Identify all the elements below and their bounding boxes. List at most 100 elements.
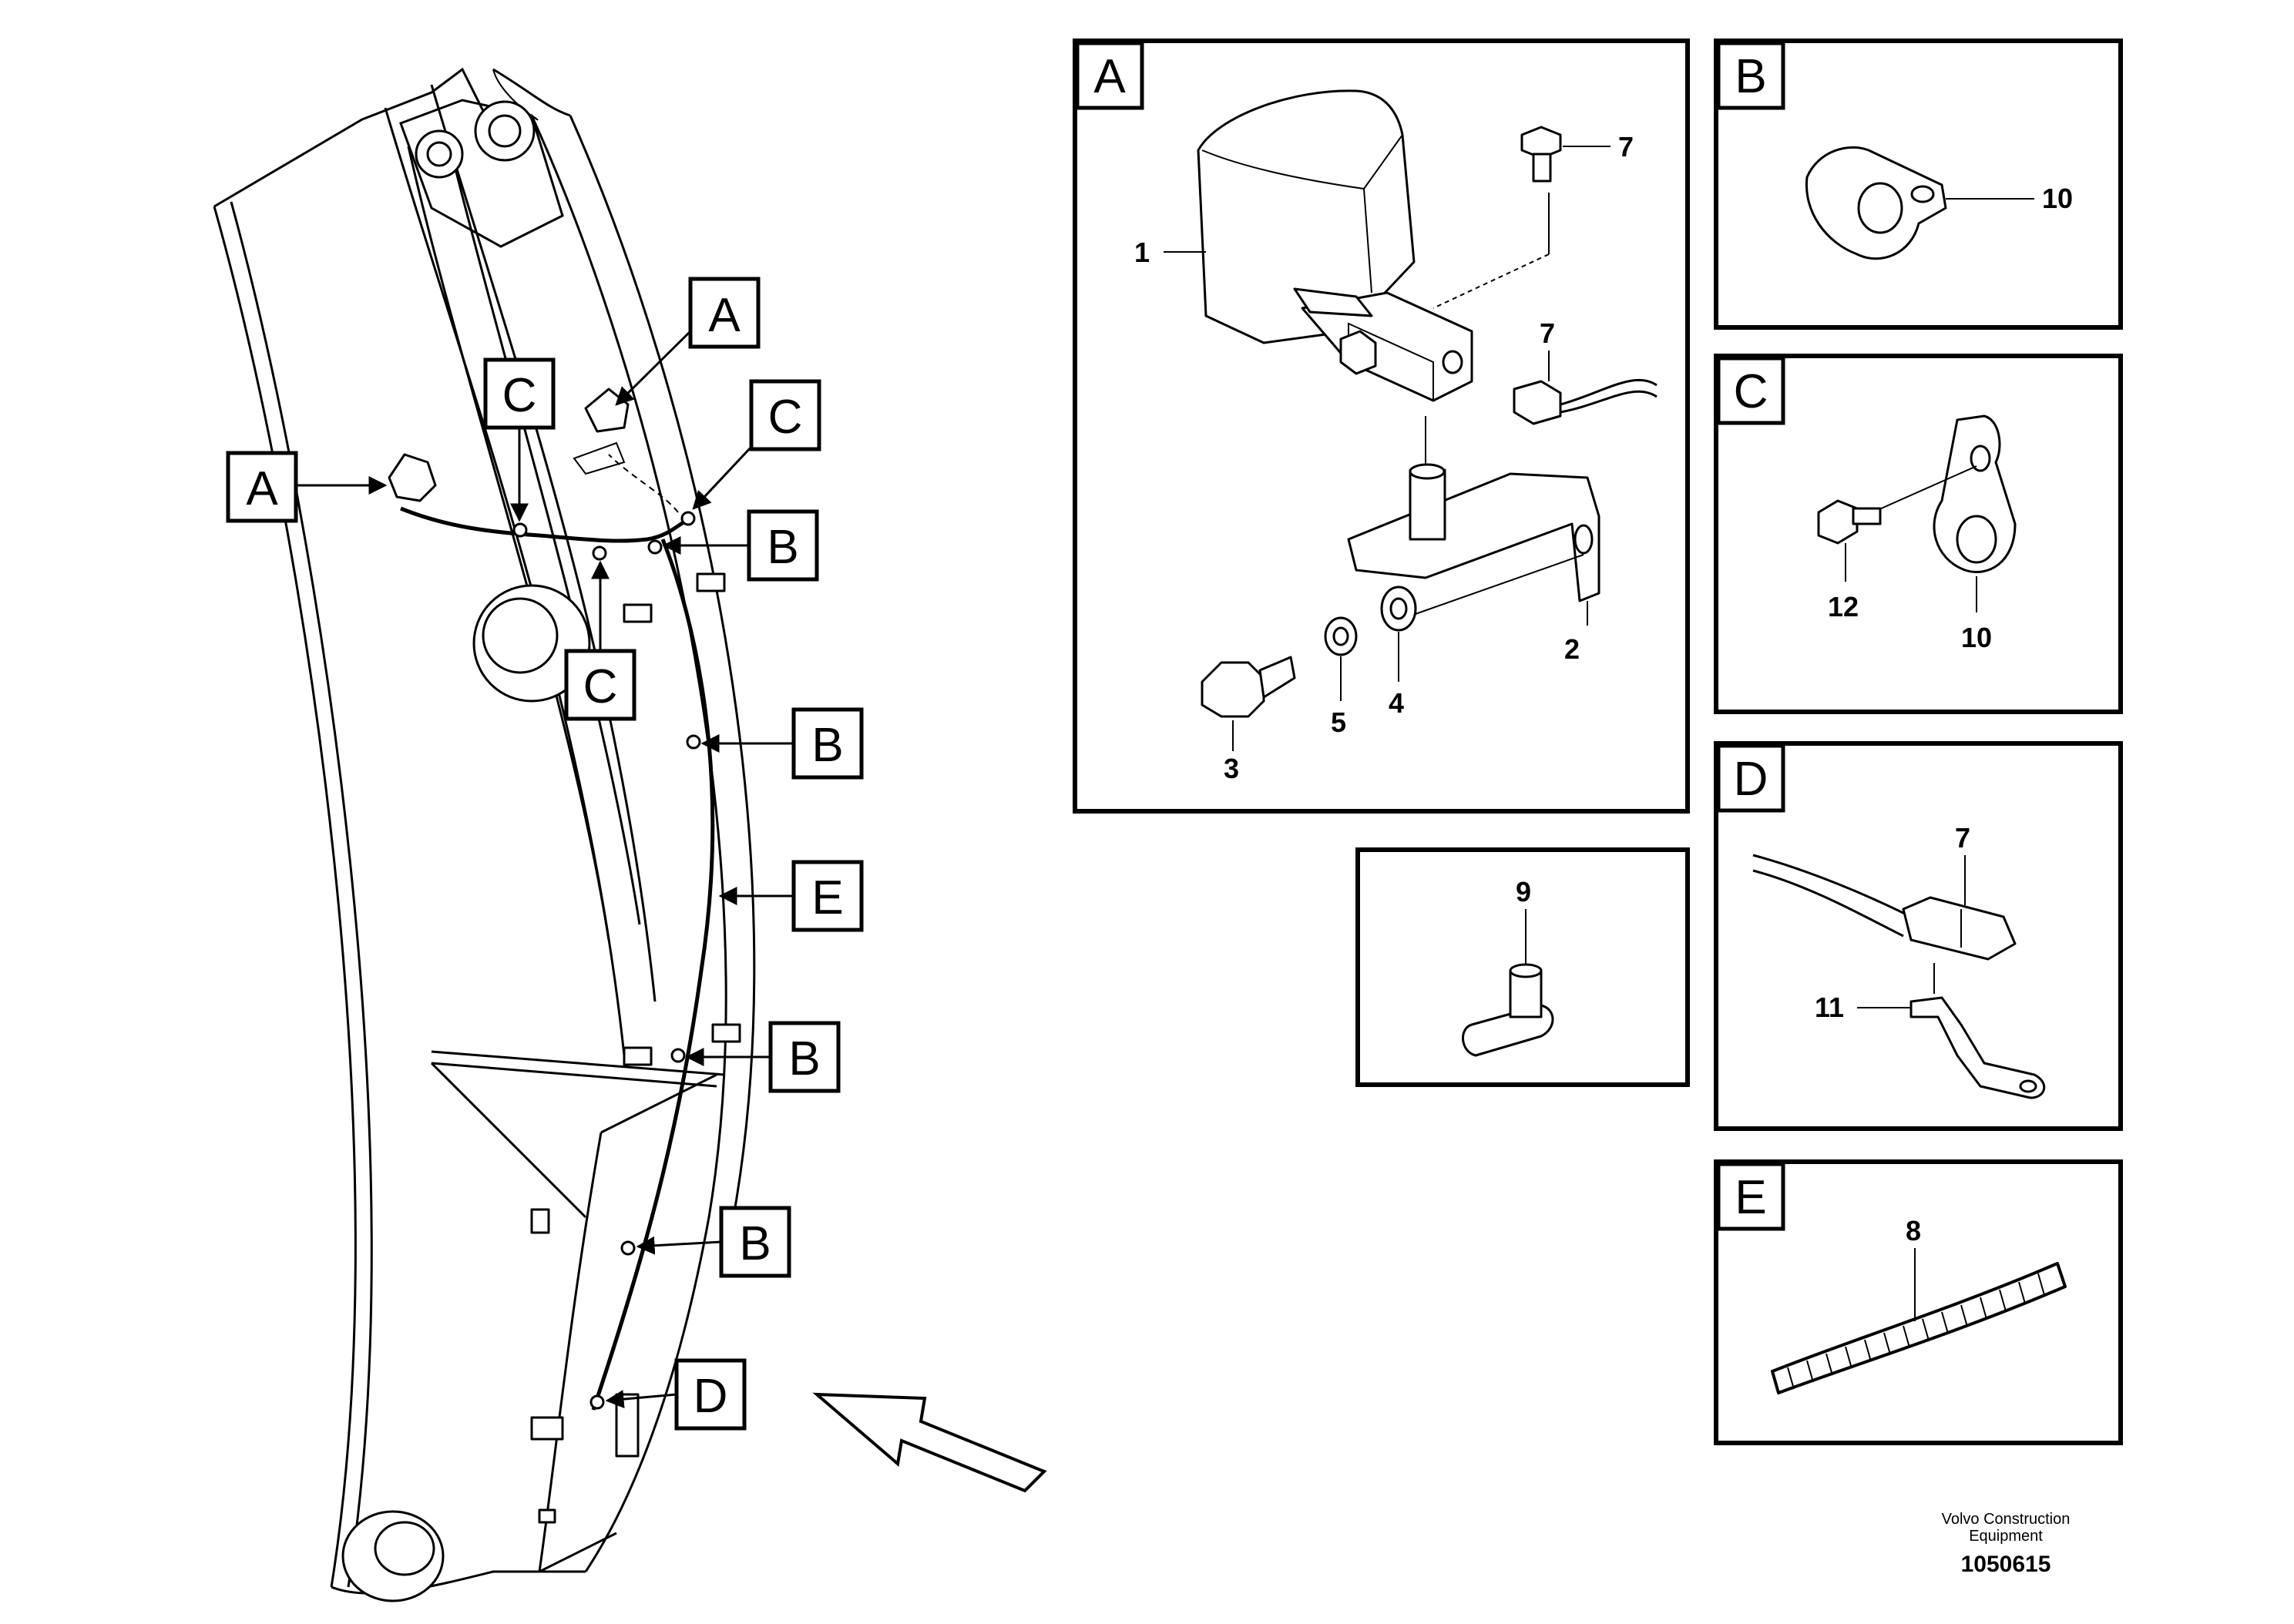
clamp-b3: [670, 1048, 686, 1063]
part-label-6: 7: [1618, 131, 1634, 163]
connector-7-cable: [1560, 378, 1658, 406]
company-name-line2: Equipment: [1969, 1528, 2043, 1545]
callout-c-1: C: [502, 369, 537, 422]
callout-box-e-1: [791, 860, 864, 932]
callout-box-a-left: [226, 451, 298, 523]
work-light-top: [584, 388, 630, 433]
conduit-8-ribs: [1787, 1273, 2045, 1390]
panel-b-letter: B: [1735, 50, 1766, 103]
callout-e-1: E: [811, 871, 843, 924]
arm-lower-plate-left: [538, 1132, 603, 1572]
clamp-c3: [680, 511, 696, 526]
bracket-bolt-axis: [1386, 554, 1584, 625]
callout-box-a-top: [688, 277, 761, 349]
clamp-10-b-bore: [1857, 182, 1903, 234]
connector-7-cable-2: [1560, 390, 1658, 414]
part-label-7-d: 7: [1955, 822, 1970, 854]
bolt-3-shank: [1258, 656, 1296, 699]
part-label-1: 1: [1134, 237, 1150, 268]
panel-d-letter: D: [1734, 753, 1768, 806]
callout-box-c-2: [749, 379, 821, 451]
bolt-3-head: [1201, 661, 1265, 718]
part-label-11: 11: [1815, 992, 1844, 1023]
arm-section-line: [431, 1050, 725, 1076]
tee-9-stem-top: [1509, 963, 1543, 978]
detail-panel-b: B 10: [1714, 39, 2123, 330]
clamp-10-c-hole: [1970, 445, 1991, 472]
bolt-12-head: [1817, 499, 1859, 545]
callout-box-b-1: [747, 509, 819, 582]
connector-d-cable: [1752, 854, 1912, 918]
bracket-2: [1347, 472, 1600, 602]
panel-e-letter: E: [1735, 1171, 1766, 1224]
clamp-c1: [512, 522, 528, 538]
callout-box-d-1: [674, 1358, 747, 1431]
arm-section-line-2: [431, 1062, 717, 1088]
detail-panel-c: C 12 10: [1714, 354, 2123, 714]
boom-pivot-boss-inner: [482, 597, 559, 674]
lamp-latch: [1293, 287, 1373, 317]
detail-panel-e: E 8: [1714, 1159, 2123, 1445]
cable-hidden: [608, 454, 679, 513]
arm-end-boss-inner: [374, 1521, 435, 1576]
clamp-10-c-bore: [1956, 515, 1997, 564]
document-number: 1050615: [1961, 1552, 2051, 1577]
mount-block-2: [623, 603, 653, 623]
overview-callouts: A A C C C B B E B B: [226, 277, 864, 1431]
part-label-7: 7: [1540, 317, 1555, 349]
panel-a-letter: A: [1093, 50, 1126, 103]
link-plate: [399, 99, 564, 248]
arm-top-right: [492, 68, 571, 117]
bolt-6-shank: [1532, 153, 1552, 183]
arm-diagonal: [430, 1062, 587, 1219]
bracket-hole: [1574, 524, 1594, 555]
callout-a-left: A: [246, 462, 278, 515]
work-light-left: [388, 453, 437, 502]
conduit-8: [1771, 1262, 2067, 1394]
arm-right-flange: [569, 115, 756, 1226]
mount-block-5: [530, 1416, 564, 1441]
callout-box-b-2: [791, 707, 864, 780]
bracket-11: [1909, 996, 2045, 1099]
callout-d-1: D: [694, 1370, 728, 1423]
bracket-stud-top: [1409, 463, 1446, 480]
clamp-b1: [647, 539, 663, 555]
callout-c-3: C: [583, 660, 618, 713]
work-lamp-housing: [1197, 89, 1416, 344]
mount-block-4: [623, 1046, 653, 1066]
bolt-6-head: [1520, 126, 1562, 159]
callout-box-b-4: [719, 1206, 791, 1278]
arm-inner-left-edge: [230, 201, 373, 1588]
clamp-b4: [620, 1240, 636, 1256]
panel-c-letter: C: [1734, 365, 1768, 418]
mount-block-6: [538, 1508, 556, 1524]
detail-panel-d: D 7 11: [1714, 741, 2123, 1131]
callout-b-1: B: [767, 521, 798, 574]
mount-hole: [1442, 350, 1463, 374]
part-label-10-c: 10: [1961, 622, 1992, 653]
arm-lower-plate-bottom: [539, 1532, 617, 1573]
mount-block-3: [711, 1023, 741, 1043]
bracket-stud: [1409, 468, 1446, 541]
part-label-3: 3: [1224, 753, 1239, 784]
footer: Volvo Construction Equipment 1050615: [1942, 1511, 2071, 1577]
callout-box-c-1: [483, 357, 556, 430]
hose-line-1: [407, 146, 610, 941]
part-label-2: 2: [1564, 633, 1580, 665]
clamp-b2: [686, 734, 701, 750]
part-label-9: 9: [1516, 876, 1531, 908]
detail-panel-a: A 7 2 4: [1073, 39, 1690, 814]
arm-web-line: [384, 107, 626, 1056]
company-name-line1: Volvo Construction: [1942, 1511, 2071, 1528]
hose-line-2: [445, 134, 641, 925]
mount-block-7: [530, 1208, 550, 1234]
cable-harness-top: [400, 506, 695, 543]
cable-harness-main: [591, 539, 715, 1411]
callout-box-b-3: [768, 1021, 841, 1093]
adjust-bolt: [1339, 330, 1377, 375]
detail-panel-part-9: 9: [1355, 847, 1690, 1087]
tee-9-stem: [1509, 969, 1543, 1018]
clamp-10-b-hole: [1910, 185, 1935, 203]
